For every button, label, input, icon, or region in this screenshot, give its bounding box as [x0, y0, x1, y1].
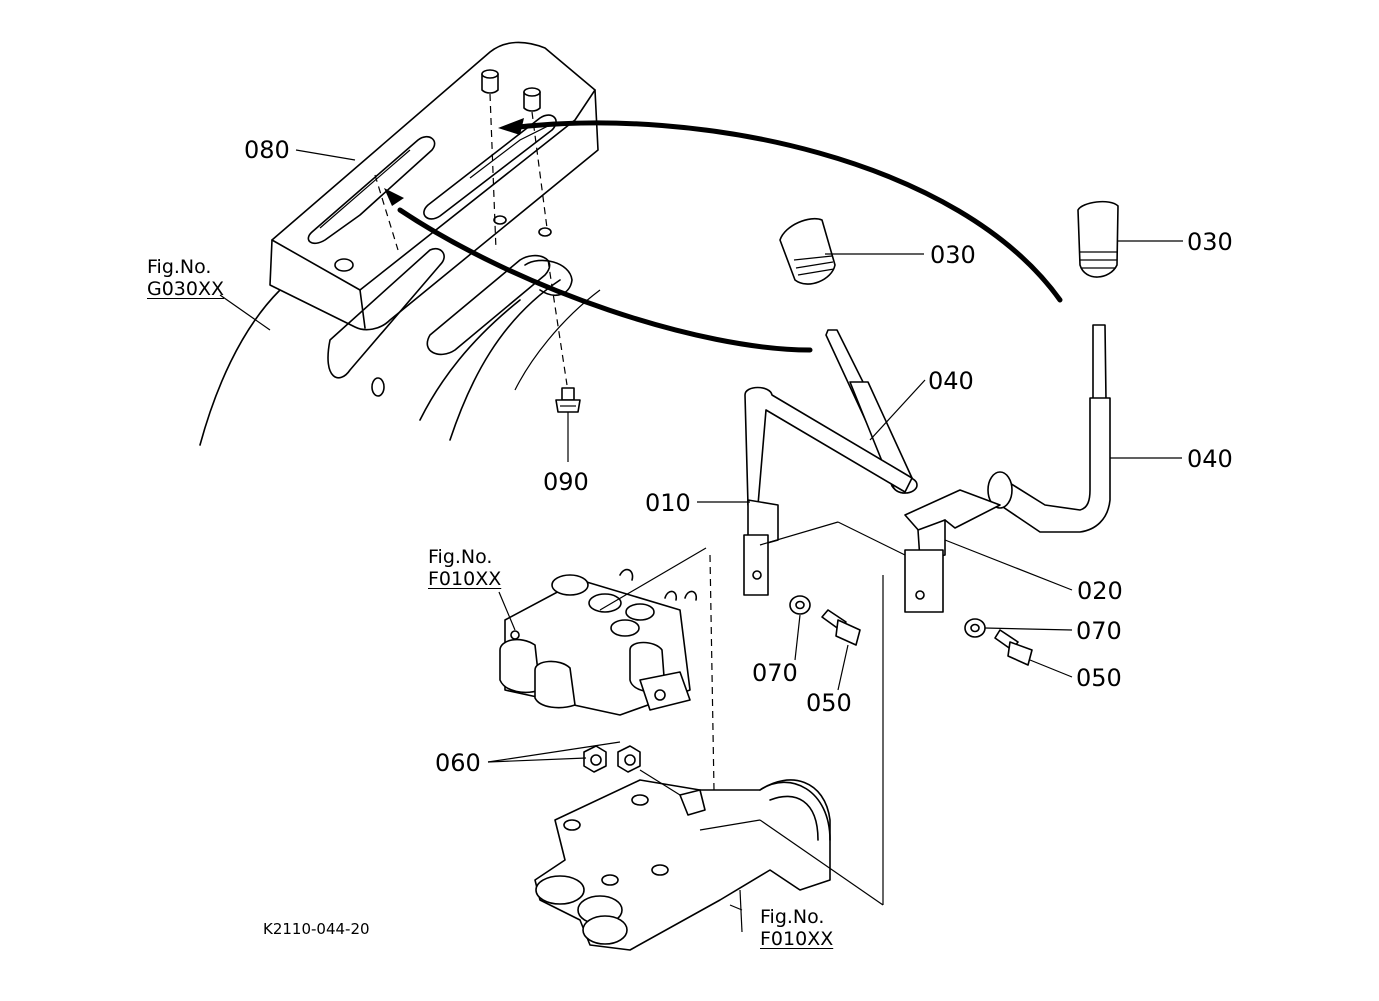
figure-ref-f010-top: Fig.No. F010XX [428, 546, 501, 590]
figure-ref-prefix: Fig.No. [428, 546, 493, 568]
figure-ref-g030: Fig.No. G030XX [147, 256, 224, 300]
part-label-030-right: 030 [1187, 228, 1233, 256]
part-label-060: 060 [435, 749, 481, 777]
lever-guide-080 [269, 41, 599, 331]
fasteners [789, 595, 1033, 666]
figure-ref-prefix: Fig.No. [147, 256, 212, 278]
floor-openings [327, 247, 573, 397]
drawing-reference: K2110-044-20 [263, 920, 370, 938]
part-label-050-right: 050 [1076, 664, 1122, 692]
assembly-arrows [384, 118, 1063, 353]
part-label-090: 090 [543, 468, 589, 496]
leader-lines [219, 149, 1183, 933]
lever-right [987, 200, 1119, 533]
part-label-040-left: 040 [928, 367, 974, 395]
figure-ref-prefix: Fig.No. [760, 906, 825, 928]
nuts-060 [583, 745, 641, 773]
figure-ref-f010-bottom: Fig.No. F010XX [760, 906, 833, 950]
lower-bracket [534, 769, 884, 951]
part-label-020: 020 [1077, 577, 1123, 605]
part-label-010: 010 [645, 489, 691, 517]
figure-ref-code: F010XX [428, 568, 502, 590]
figure-ref-code: G030XX [147, 278, 225, 300]
part-label-040-right: 040 [1187, 445, 1233, 473]
part-label-070-left: 070 [752, 659, 798, 687]
part-label-050-left: 050 [806, 689, 852, 717]
control-valve [499, 547, 707, 716]
bracket-020 [837, 489, 1001, 905]
screw-090 [547, 259, 581, 462]
part-label-030-left: 030 [930, 241, 976, 269]
bracket-010 [709, 386, 913, 791]
part-label-080: 080 [244, 136, 290, 164]
figure-ref-code: F010XX [760, 928, 834, 950]
part-label-070-right: 070 [1076, 617, 1122, 645]
